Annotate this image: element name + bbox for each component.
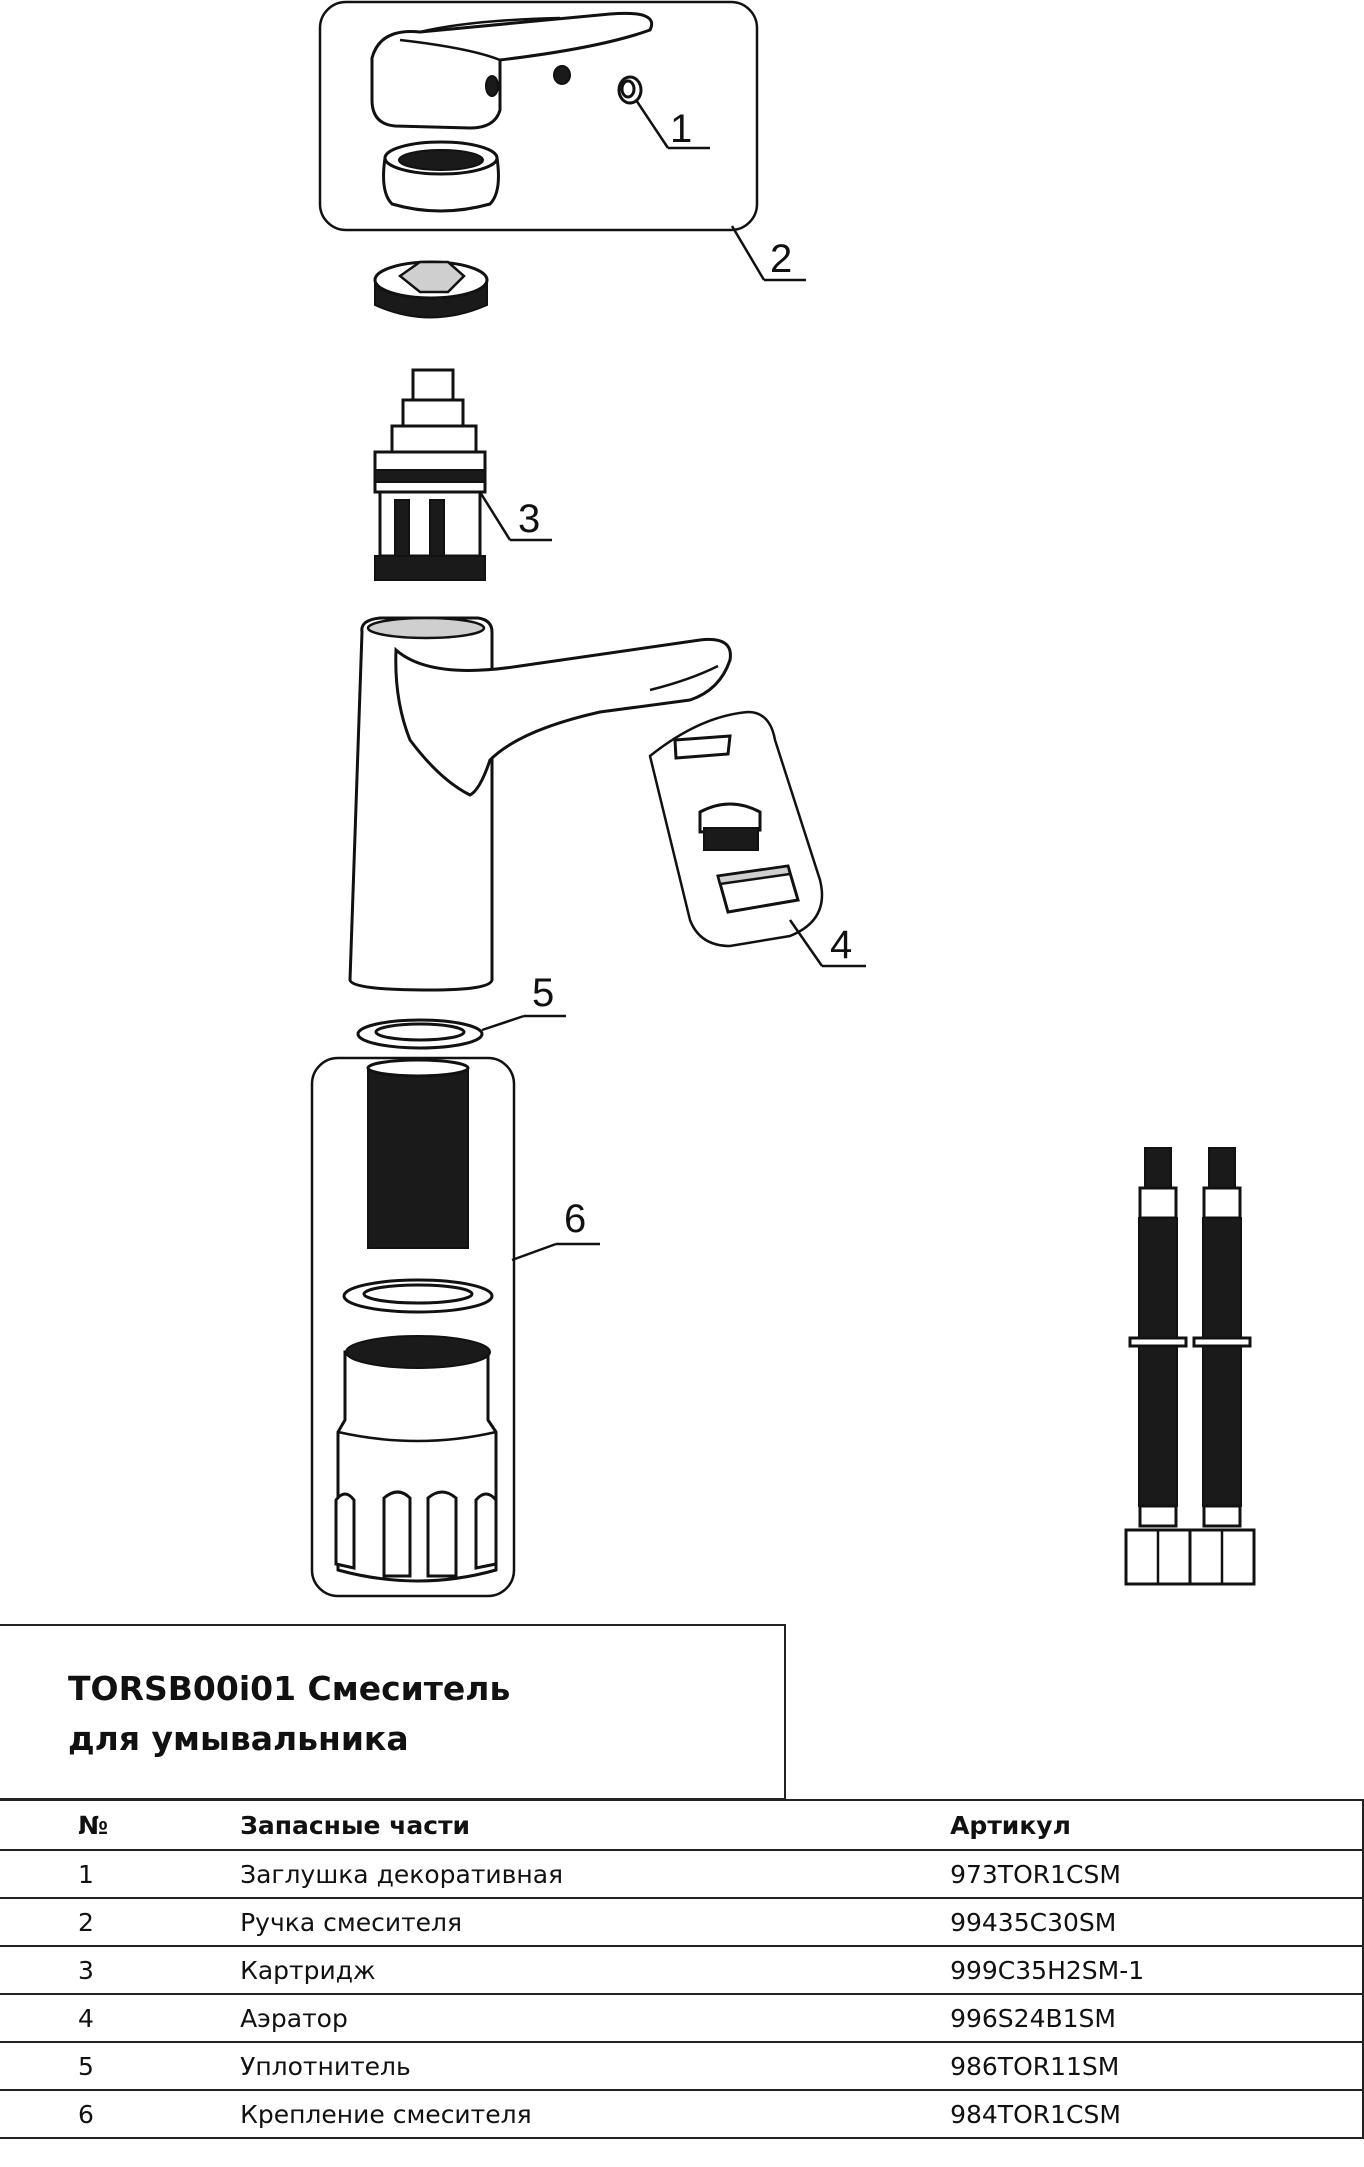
callout-5: 5 xyxy=(481,971,566,1032)
aerator-group xyxy=(648,710,824,948)
hose-right xyxy=(1188,1147,1256,1586)
table-row: 2 Ручка смесителя 99435C30SM xyxy=(0,1897,1364,1947)
title-box: TORSB00i01 Смеситель для умывальника xyxy=(0,1624,786,1800)
table-row: 3 Картридж 999C35H2SM-1 xyxy=(0,1945,1364,1995)
row-name: Ручка смесителя xyxy=(240,1907,463,1937)
callout-1: 1 xyxy=(634,99,710,151)
callout-label: 2 xyxy=(770,237,792,281)
row-name: Аэратор xyxy=(240,2003,348,2033)
callout-label: 4 xyxy=(830,923,852,967)
row-name: Уплотнитель xyxy=(240,2051,411,2081)
header-article: Артикул xyxy=(950,1810,1071,1840)
callout-label: 3 xyxy=(518,497,540,541)
row-article: 996S24B1SM xyxy=(950,2003,1116,2033)
row-num: 2 xyxy=(78,1907,94,1937)
header-num: № xyxy=(78,1810,109,1840)
row-num: 4 xyxy=(78,2003,94,2033)
table-row: 4 Аэратор 996S24B1SM xyxy=(0,1993,1364,2043)
row-article: 999C35H2SM-1 xyxy=(950,1955,1145,1985)
row-name: Картридж xyxy=(240,1955,376,1985)
table-row: 1 Заглушка декоративная 973TOR1CSM xyxy=(0,1849,1364,1899)
row-num: 6 xyxy=(78,2099,94,2129)
row-article: 984TOR1CSM xyxy=(950,2099,1121,2129)
callout-3: 3 xyxy=(478,491,552,542)
row-num: 1 xyxy=(78,1859,94,1889)
table-row: 5 Уплотнитель 986TOR11SM xyxy=(0,2041,1364,2091)
row-article: 973TOR1CSM xyxy=(950,1859,1121,1889)
table-header-row: № Запасные части Артикул xyxy=(0,1799,1364,1851)
row-name: Заглушка декоративная xyxy=(240,1859,564,1889)
callout-label: 5 xyxy=(532,971,554,1015)
row-num: 5 xyxy=(78,2051,94,2081)
callout-4: 4 xyxy=(788,919,866,968)
row-article: 99435C30SM xyxy=(950,1907,1117,1937)
spare-parts-table: № Запасные части Артикул 1 Заглушка деко… xyxy=(0,1799,1364,2139)
callout-label: 1 xyxy=(670,107,692,151)
hose-left xyxy=(1124,1147,1192,1586)
decorative-plug-part xyxy=(617,75,643,105)
mounting-kit-group xyxy=(310,1056,516,1598)
row-name: Крепление смесителя xyxy=(240,2099,532,2129)
lock-nut-part xyxy=(373,260,489,319)
header-name: Запасные части xyxy=(240,1810,471,1840)
handle-assembly-group xyxy=(318,0,759,232)
row-article: 986TOR11SM xyxy=(950,2051,1120,2081)
product-title: TORSB00i01 Смеситель для умывальника xyxy=(68,1669,511,1758)
table-row: 6 Крепление смесителя 984TOR1CSM xyxy=(0,2089,1364,2139)
row-num: 3 xyxy=(78,1955,94,1985)
callout-label: 6 xyxy=(564,1197,586,1241)
faucet-body-part xyxy=(348,616,732,992)
callout-6: 6 xyxy=(511,1197,600,1262)
flexible-hoses xyxy=(1124,1147,1256,1586)
callout-2: 2 xyxy=(730,225,806,282)
seal-part xyxy=(356,1018,484,1050)
cartridge-part xyxy=(373,368,487,581)
